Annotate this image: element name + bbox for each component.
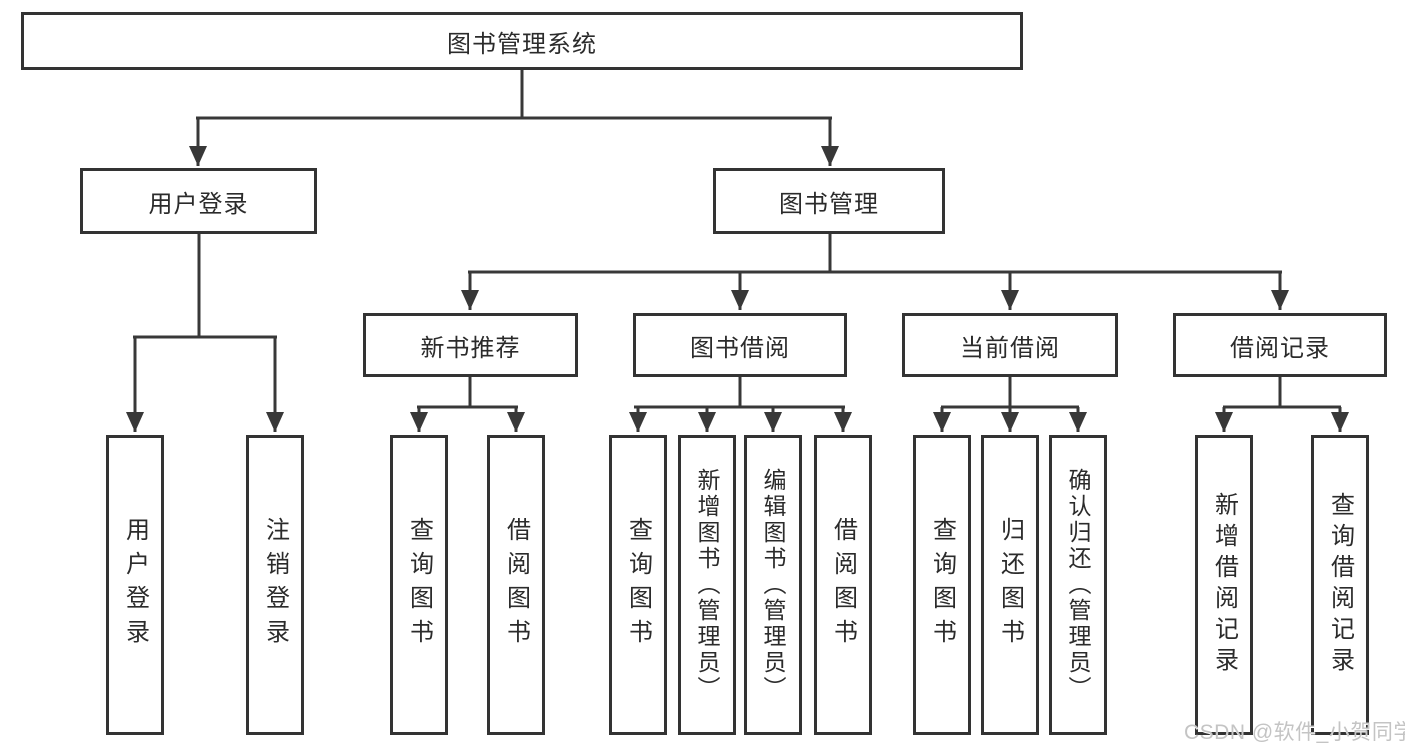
leaf-query-borrow-record: 查询借阅记录 xyxy=(1311,435,1369,735)
node-borrow-records: 借阅记录 xyxy=(1173,313,1387,377)
node-book-borrow: 图书借阅 xyxy=(633,313,847,377)
leaf-query-books-borrow: 查询图书 xyxy=(609,435,667,735)
leaf-query-books-current: 查询图书 xyxy=(913,435,971,735)
leaf-query-books-recommend: 查询图书 xyxy=(390,435,448,735)
leaf-return-book: 归还图书 xyxy=(981,435,1039,735)
watermark: CSDN @软件_小贺同学 xyxy=(1184,721,1405,744)
leaf-borrow-books-recommend: 借阅图书 xyxy=(487,435,545,735)
leaf-borrow-books: 借阅图书 xyxy=(814,435,872,735)
leaf-edit-book-admin: 编辑图书（管理员） xyxy=(744,435,802,735)
leaf-confirm-return-admin: 确认归还（管理员） xyxy=(1049,435,1107,735)
leaf-add-borrow-record: 新增借阅记录 xyxy=(1195,435,1253,735)
node-new-book-recommend: 新书推荐 xyxy=(363,313,578,377)
leaf-add-book-admin: 新增图书（管理员） xyxy=(678,435,736,735)
node-user-login: 用户登录 xyxy=(80,168,317,234)
leaf-user-login: 用户登录 xyxy=(106,435,164,735)
leaf-logout: 注销登录 xyxy=(246,435,304,735)
node-current-borrow: 当前借阅 xyxy=(902,313,1118,377)
node-book-management: 图书管理 xyxy=(713,168,945,234)
node-root: 图书管理系统 xyxy=(21,12,1023,70)
